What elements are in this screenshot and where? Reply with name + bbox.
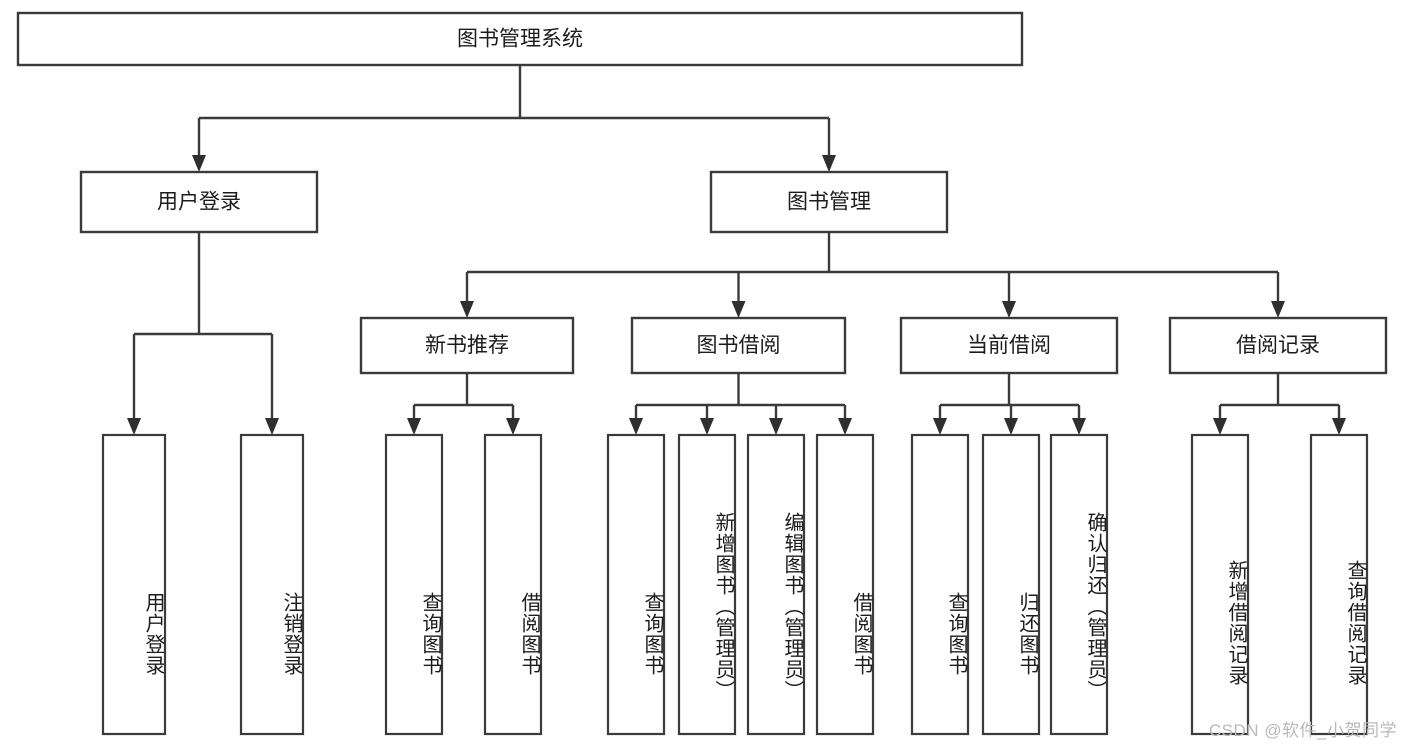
node-level2-label-0: 用户登录 — [157, 191, 241, 214]
node-root-label: 图书管理系统 — [457, 28, 583, 51]
node-leaf-box-book_borrow-0[interactable] — [606, 433, 666, 736]
node-level3-box-3[interactable] — [1168, 316, 1388, 375]
arrow-head-icon-level2-0 — [192, 155, 206, 172]
arrow-head-icon-new_book_recommend-0 — [407, 418, 421, 435]
node-level3-label-2: 当前借阅 — [967, 334, 1051, 357]
arrow-head-icon-new_book_recommend-1 — [506, 418, 520, 435]
node-level2-box-0[interactable] — [79, 170, 319, 234]
node-leaf-box-user_login-1[interactable] — [239, 433, 305, 736]
boxes-layer — [16, 11, 1388, 736]
node-leaf-box-borrow_record-0[interactable] — [1190, 433, 1250, 736]
node-leaf-box-new_book_recommend-1[interactable] — [483, 433, 543, 736]
arrow-head-icon-user_login-1 — [265, 418, 279, 435]
arrow-head-icon-book_borrow-1 — [700, 418, 714, 435]
node-leaf-box-book_borrow-2[interactable] — [746, 433, 806, 736]
node-level3-box-1[interactable] — [630, 316, 847, 375]
arrow-head-icon-borrow_record-0 — [1213, 418, 1227, 435]
node-level2-box-1[interactable] — [709, 170, 949, 234]
node-level3-label-1: 图书借阅 — [697, 334, 781, 357]
arrow-head-icon-current_borrow-0 — [933, 418, 947, 435]
node-leaf-box-current_borrow-0[interactable] — [910, 433, 970, 736]
arrow-head-icon-borrow_record-1 — [1332, 418, 1346, 435]
arrow-head-icon-level3-0 — [460, 301, 474, 318]
arrow-head-icon-user_login-0 — [127, 418, 141, 435]
node-leaf-box-current_borrow-1[interactable] — [981, 433, 1041, 736]
arrow-head-icon-level3-3 — [1271, 301, 1285, 318]
node-leaf-box-user_login-0[interactable] — [101, 433, 167, 736]
arrow-head-icon-current_borrow-1 — [1004, 418, 1018, 435]
node-level3-box-2[interactable] — [899, 316, 1119, 375]
connectors-layer — [127, 65, 1346, 435]
node-level3-label-0: 新书推荐 — [425, 334, 509, 357]
node-level3-label-3: 借阅记录 — [1236, 334, 1320, 357]
node-leaf-box-current_borrow-2[interactable] — [1049, 433, 1109, 736]
arrow-head-icon-level3-1 — [731, 301, 746, 318]
node-leaf-box-borrow_record-1[interactable] — [1309, 433, 1369, 736]
node-level2-label-1: 图书管理 — [787, 191, 871, 214]
arrow-head-icon-level3-2 — [1002, 301, 1016, 318]
arrow-head-icon-book_borrow-3 — [838, 418, 852, 435]
arrow-head-icon-book_borrow-2 — [769, 418, 783, 435]
arrow-head-icon-book_borrow-0 — [629, 418, 643, 435]
node-level3-box-0[interactable] — [359, 316, 575, 375]
node-leaf-box-book_borrow-3[interactable] — [815, 433, 875, 736]
arrow-head-icon-level2-1 — [822, 155, 836, 172]
watermark-text: CSDN @软件_小贺同学 — [1208, 721, 1397, 740]
node-leaf-box-new_book_recommend-0[interactable] — [384, 433, 444, 736]
node-root-box[interactable] — [16, 11, 1024, 67]
arrow-head-icon-current_borrow-2 — [1072, 418, 1086, 435]
node-leaf-box-book_borrow-1[interactable] — [677, 433, 737, 736]
